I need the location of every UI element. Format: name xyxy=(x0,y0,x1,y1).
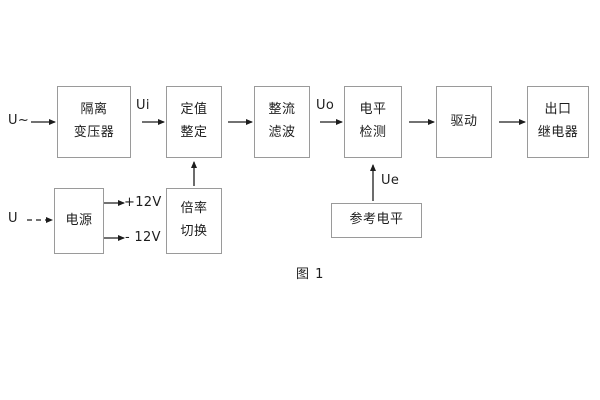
signal-label-supply-positive: +12V xyxy=(124,195,162,210)
block-label-line: 出口 xyxy=(544,102,572,118)
block-level-detection: 电平 检测 xyxy=(344,86,402,158)
block-label-line: 电平 xyxy=(359,102,387,118)
block-output-relay: 出口 继电器 xyxy=(527,86,589,158)
block-label-line: 电源 xyxy=(65,212,93,228)
signal-label-ac-input: U~ xyxy=(8,113,30,128)
block-label-line: 隔离 xyxy=(80,102,108,118)
block-power-supply: 电源 xyxy=(54,188,104,254)
block-label-line: 驱动 xyxy=(450,113,478,129)
signal-label-supply-negative: - 12V xyxy=(125,230,161,245)
signal-label-ue: Ue xyxy=(381,173,400,188)
signal-label-ui: Ui xyxy=(136,98,150,113)
figure-caption: 图 1 xyxy=(296,267,325,282)
block-rectify-filter: 整流 滤波 xyxy=(254,86,310,158)
block-isolation-transformer: 隔离 变压器 xyxy=(57,86,131,158)
block-label-line: 定值 xyxy=(180,102,208,118)
block-label-line: 继电器 xyxy=(537,125,579,140)
block-label-line: 滤波 xyxy=(268,125,296,140)
block-label-line: 参考电平 xyxy=(349,212,404,228)
block-label-line: 变压器 xyxy=(73,125,115,140)
block-reference-level: 参考电平 xyxy=(331,203,422,238)
block-drive: 驱动 xyxy=(436,86,492,158)
block-label-line: 检测 xyxy=(359,125,387,140)
block-setting-value: 定值 整定 xyxy=(166,86,222,158)
block-label-line: 切换 xyxy=(180,224,208,239)
signal-label-dc-input: U xyxy=(8,211,18,226)
block-label-line: 倍率 xyxy=(180,201,208,217)
block-multiplier-switch: 倍率 切换 xyxy=(166,188,222,254)
block-label-line: 整定 xyxy=(180,125,208,140)
signal-label-uo: Uo xyxy=(316,98,335,113)
block-label-line: 整流 xyxy=(268,102,296,118)
